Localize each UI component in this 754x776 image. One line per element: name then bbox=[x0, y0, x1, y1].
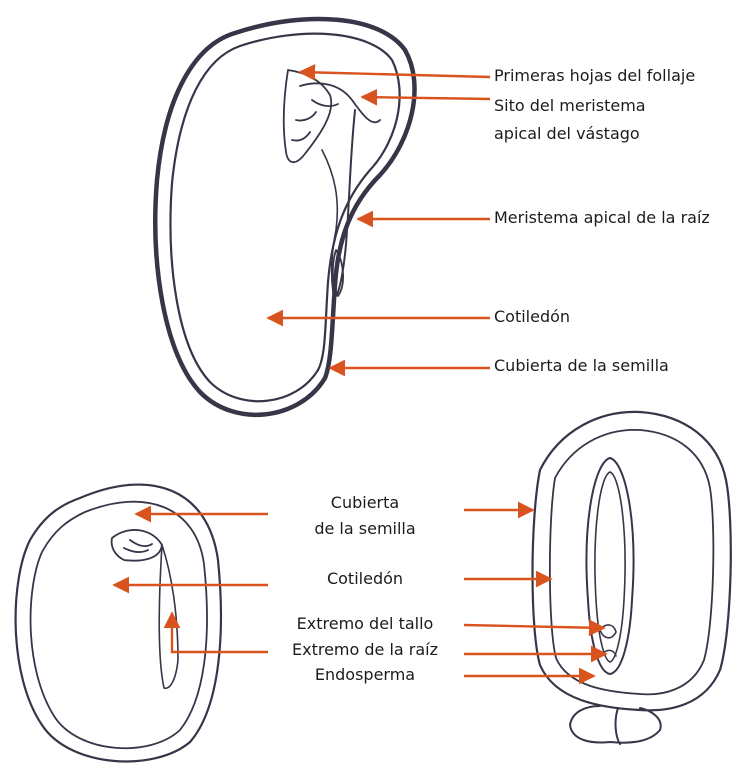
label-foliage-leaves: Primeras hojas del follaje bbox=[494, 66, 695, 86]
label-shoot-meristem-line2: apical del vástago bbox=[494, 124, 640, 144]
label-endosperm: Endosperma bbox=[315, 665, 415, 685]
label-bean-seed-coat: Cubierta de la semilla bbox=[494, 356, 669, 376]
monocot-embryo-outer bbox=[587, 458, 634, 674]
monocot-stalk bbox=[570, 706, 661, 744]
bean-seed-drawing bbox=[155, 19, 414, 415]
dicot-seed-coat-inner bbox=[31, 502, 207, 749]
label-seed-coat-line1: Cubierta bbox=[331, 493, 399, 513]
bean-seed-coat-outer bbox=[155, 19, 414, 415]
label-shoot-meristem-line1: Sito del meristema bbox=[494, 96, 646, 116]
label-stem-tip: Extremo del tallo bbox=[297, 614, 434, 634]
label-bean-cotyledon: Cotiledón bbox=[494, 307, 570, 327]
label-seed-coat-line2: de la semilla bbox=[314, 519, 415, 539]
arrow-monocot-stem-tip bbox=[464, 625, 604, 628]
monocot-embryo-inner bbox=[595, 472, 625, 662]
label-cotyledon: Cotiledón bbox=[327, 569, 403, 589]
monocot-stem-tip bbox=[600, 625, 616, 656]
monocot-seed-drawing bbox=[533, 412, 731, 744]
label-root-meristem: Meristema apical de la raíz bbox=[494, 208, 710, 228]
bean-plumule-curl bbox=[292, 83, 380, 140]
dicot-embryo-axis bbox=[159, 545, 178, 688]
label-root-tip: Extremo de la raíz bbox=[292, 640, 438, 660]
dicot-seed-drawing bbox=[16, 485, 221, 762]
arrow-foliage-leaves bbox=[300, 72, 490, 77]
arrow-shoot-meristem bbox=[362, 97, 490, 99]
dicot-plumule bbox=[112, 530, 162, 561]
